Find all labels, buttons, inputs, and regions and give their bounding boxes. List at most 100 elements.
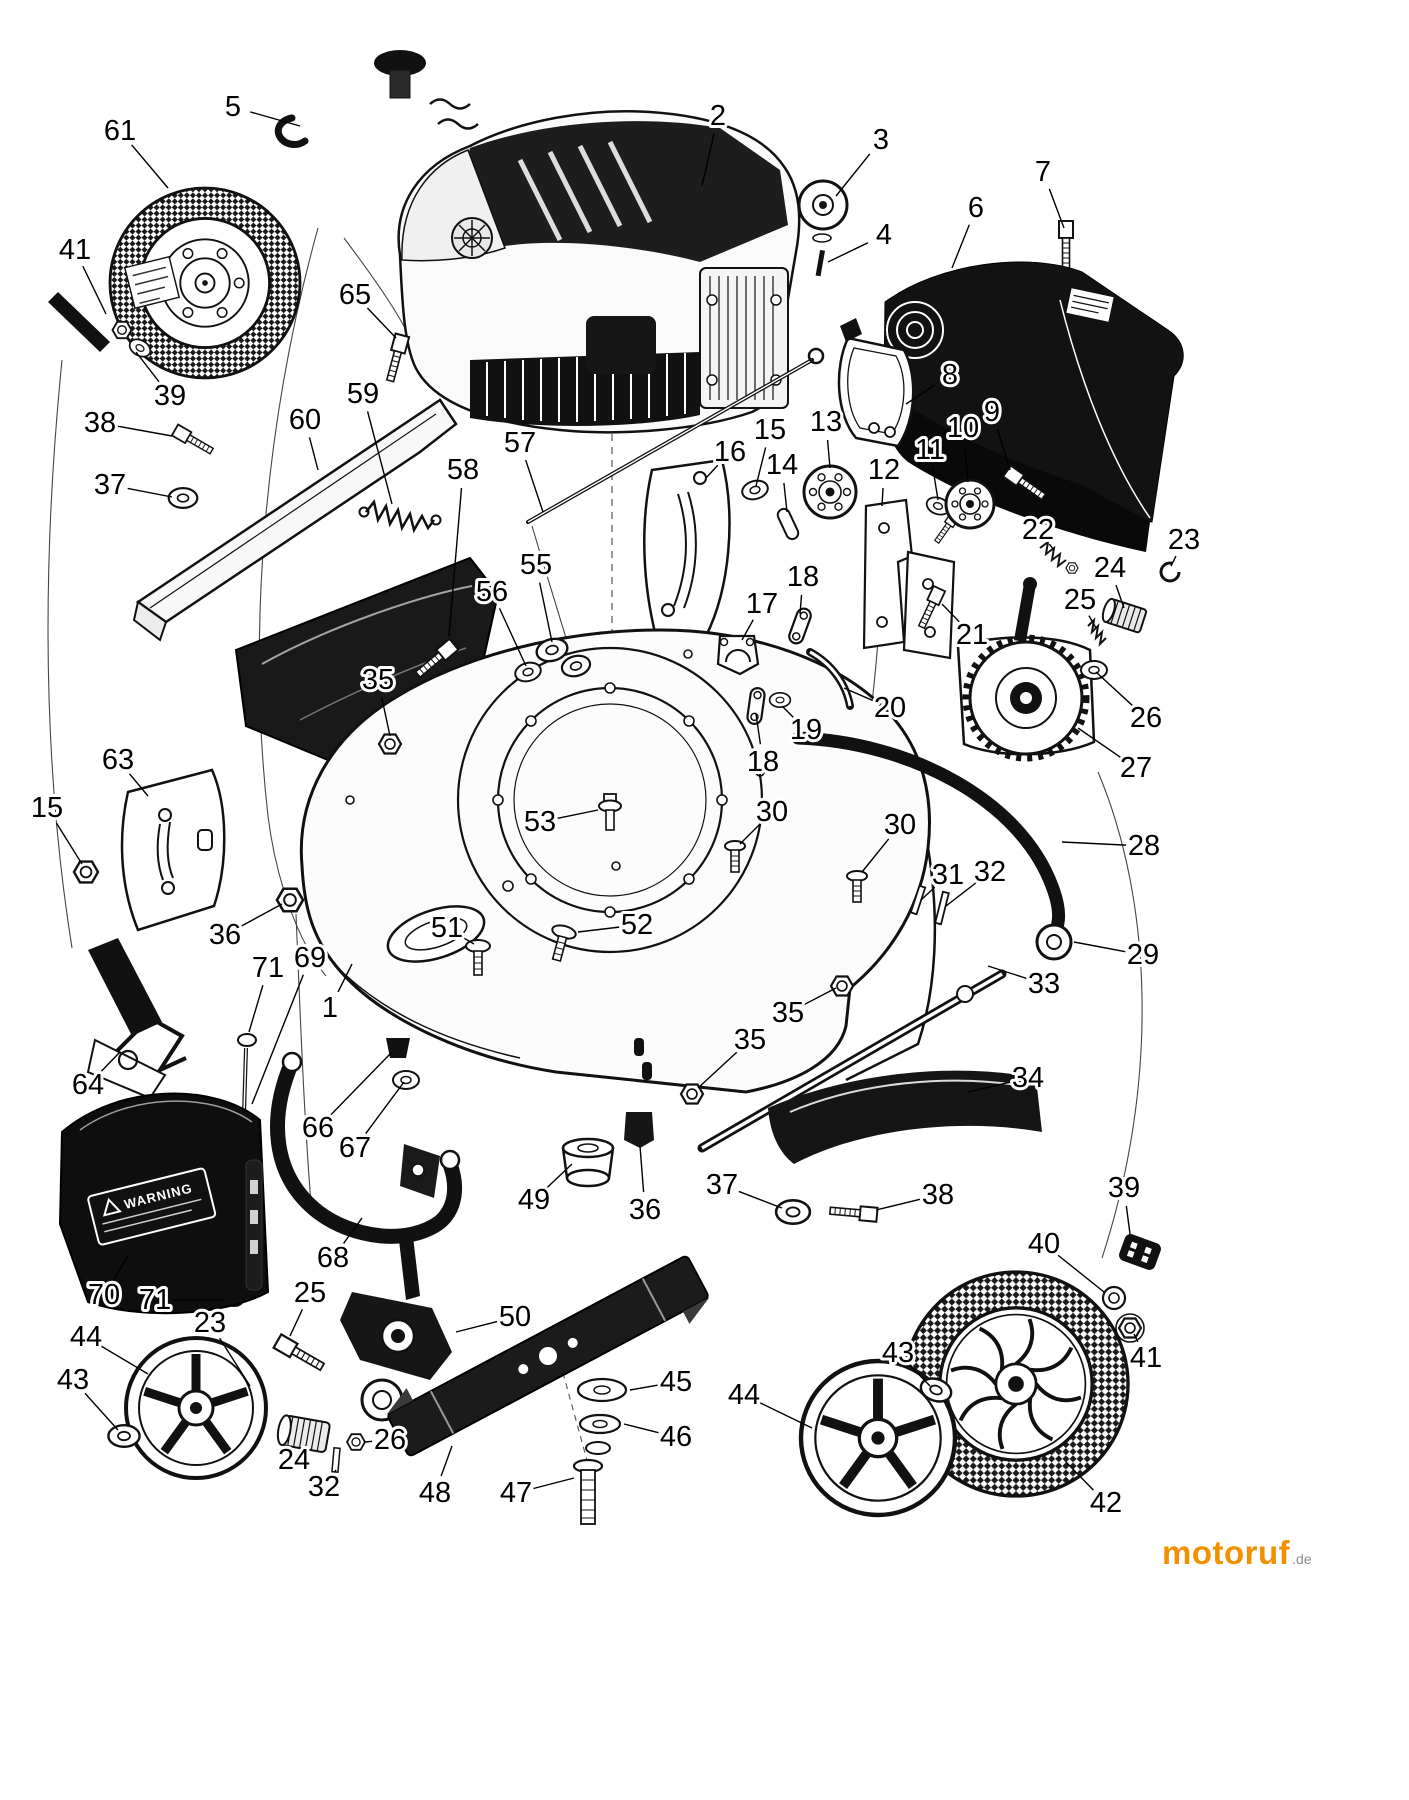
cross-rod [697,969,1007,1153]
part-number-label: 15 [754,414,786,446]
part-number-label: 10 [947,412,979,444]
part-number-label: 21 [956,619,988,651]
leader-line [101,1345,149,1375]
roll-pin [815,249,826,277]
control-bracket [837,318,915,448]
leader-line [967,1081,1011,1093]
leader-line [1133,1333,1139,1343]
leader-line [875,1198,921,1211]
leader-line [701,133,715,187]
blade-bolt [572,1458,604,1525]
part-number-label: 14 [766,449,798,481]
leader-line [525,459,544,513]
leader-line [1057,1254,1105,1293]
part-number-label: 50 [499,1301,531,1333]
lower-handle [270,1051,463,1244]
part-number-label: 45 [660,1366,692,1398]
leader-line [251,974,305,1105]
part-number-label: 42 [1090,1487,1122,1519]
part-number-label: 71 [139,1284,171,1316]
part-number-label: 48 [419,1477,451,1509]
leader-line [1077,727,1122,759]
leader-line [100,1051,121,1073]
leader-line [308,437,319,471]
part-number-label: 27 [1120,752,1152,784]
leader-line [538,582,553,643]
part-number-label: 57 [504,427,536,459]
part-number-label: 53 [524,806,556,838]
leader-line [366,411,393,505]
part-number-label: 47 [500,1477,532,1509]
part-number-label: 4 [876,219,892,251]
leader-line [1170,555,1177,567]
leader-line [366,307,397,339]
leader-line [1115,584,1125,609]
wheel-hardware-right [1101,1234,1161,1343]
warning-label: WARNING [87,1167,217,1246]
leader-line [781,705,794,718]
cover-bolt [1058,220,1074,269]
leader-line [932,467,939,501]
leader-line [117,425,173,437]
leader-line [333,1469,337,1473]
part-number-label: 52 [621,909,653,941]
part-number-label: 35 [734,1024,766,1056]
leader-line [127,487,173,498]
part-number-label: 26 [1130,702,1162,734]
handle-washer [392,1070,420,1090]
leader-line [342,1217,363,1244]
motoruf-logo[interactable]: motoruf.de [1162,1534,1312,1572]
leader-line [55,822,83,865]
part-number-label: 38 [922,1179,954,1211]
leader-line [741,619,754,641]
leader-line [381,697,391,737]
leader-line [920,886,936,901]
part-number-label: 24 [278,1444,310,1476]
leader-line [365,1081,405,1134]
leader-line [759,1402,813,1429]
part-number-label: 32 [974,856,1006,888]
part-number-label: 2 [710,100,726,132]
leader-line [248,985,264,1033]
leader-line [755,713,762,745]
part-number-label: 63 [102,744,134,776]
air-filter [586,316,656,374]
control-rod [526,347,825,524]
part-number-label: 67 [339,1132,371,1164]
part-number-label: 43 [882,1337,914,1369]
leader-line [639,1145,645,1193]
part-number-label: 71 [252,952,284,984]
leader-lines-layer [55,111,1177,1491]
upper-handle [791,731,1073,961]
part-number-label: 55 [520,549,552,581]
part-number-label: 3 [873,124,889,156]
leader-line [783,482,788,513]
part-number-label: 19 [790,714,822,746]
rear-door [768,1070,1042,1164]
part-number-label: 17 [746,588,778,620]
height-adjuster [956,539,1181,762]
part-number-label: 25 [294,1277,326,1309]
leader-line [861,838,890,873]
part-number-label: 15 [31,792,63,824]
engine-bolt [382,332,411,384]
leader-line [533,1477,575,1490]
part-number-label: 32 [308,1471,340,1503]
leader-line [546,1163,573,1189]
leader-line [738,1190,783,1209]
leader-line [440,1445,453,1477]
deck-bumper [624,1112,654,1148]
part-number-label: 38 [84,407,116,439]
part-number-label: 18 [787,561,819,593]
logo-tld-text: .de [1292,1551,1312,1567]
part-number-label: 39 [154,380,186,412]
part-number-label: 46 [660,1421,692,1453]
muffler [699,267,789,409]
part-number-label: 68 [317,1242,349,1274]
leader-line [697,1051,738,1089]
leader-line [705,464,719,479]
leader-line [987,965,1028,980]
part-number-label: 70 [88,1279,120,1311]
